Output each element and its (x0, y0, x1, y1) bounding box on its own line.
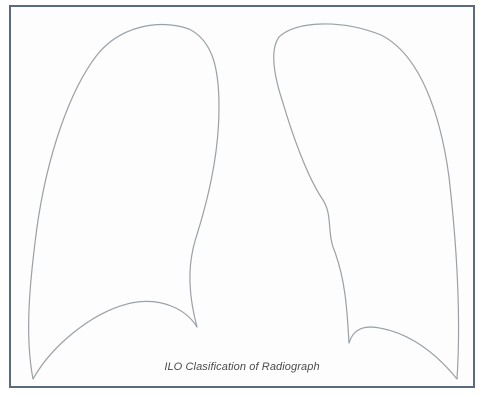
lung-diagram (11, 7, 473, 386)
diagram-caption: ILO Clasification of Radiograph (11, 361, 473, 373)
left-lung-outline (274, 24, 459, 379)
right-lung-outline (29, 25, 219, 379)
radiograph-frame: ILO Clasification of Radiograph (9, 5, 475, 388)
